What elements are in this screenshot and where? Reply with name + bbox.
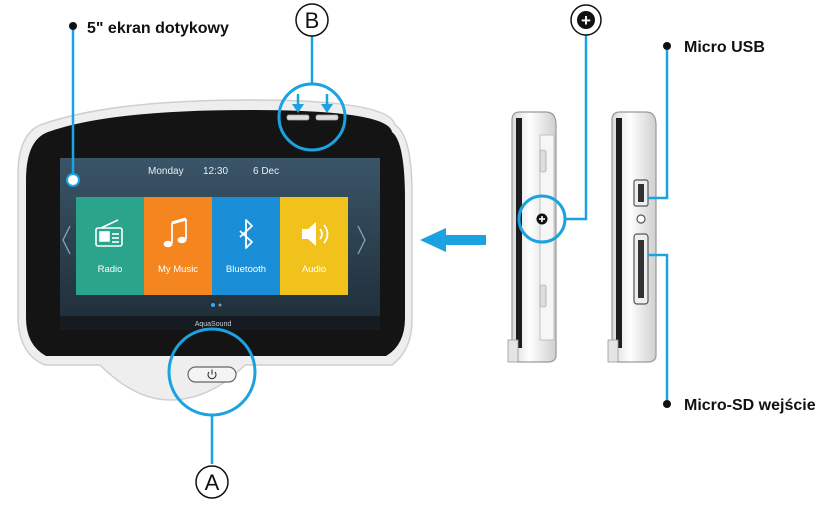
screen-time: 12:30 — [203, 166, 228, 177]
brand-logo: AquaSound — [195, 321, 232, 328]
screen-date: 6 Dec — [253, 166, 279, 177]
label-dot — [663, 400, 671, 408]
micro-sd-leader — [648, 253, 669, 400]
micro-sd-slot-inner — [638, 240, 644, 298]
page-dot — [218, 303, 222, 307]
screen-day: Monday — [148, 166, 184, 177]
mic-hole — [636, 214, 646, 224]
tile-radio-label: Radio — [98, 264, 123, 275]
callout-b-badge — [295, 3, 329, 37]
arrow-down-icon — [292, 94, 304, 113]
plus-badge-inner — [577, 11, 595, 29]
top-button-right[interactable] — [315, 114, 339, 121]
tile-my-music[interactable] — [144, 197, 212, 295]
tile-audio[interactable] — [280, 197, 348, 295]
arrow-left-icon — [420, 228, 486, 252]
chevron-right-icon[interactable] — [357, 225, 366, 255]
tile-bluetooth-label: Bluetooth — [226, 264, 266, 275]
plus-badge-symbol: + — [581, 11, 591, 30]
micro-usb-label: Micro USB — [684, 39, 765, 56]
tile-audio-label: Audio — [302, 264, 326, 275]
screen-bottom-strip — [60, 316, 380, 330]
plus-icon — [539, 216, 545, 222]
callout-a-badge — [195, 465, 229, 499]
label-dot — [69, 22, 77, 30]
touchscreen-marker — [66, 173, 80, 187]
page-dot-active — [211, 303, 215, 307]
device-side-right — [607, 111, 657, 363]
device-front: Monday 12:30 6 Dec — [17, 99, 413, 401]
device-side-left — [507, 111, 557, 363]
power-icon — [207, 369, 217, 380]
plus-leader — [565, 35, 588, 221]
arrow-down-icon — [321, 94, 333, 113]
label-dot — [663, 42, 671, 50]
speaker-icon — [302, 222, 329, 246]
callout-a-letter: A — [205, 470, 220, 495]
radio-icon — [95, 219, 123, 247]
tile-my-music-label: My Music — [158, 264, 198, 275]
micro-usb-leader — [648, 50, 669, 200]
micro-usb-slot — [638, 184, 644, 202]
music-note-icon — [163, 217, 187, 248]
bluetooth-icon — [239, 219, 253, 249]
micro-sd-label: Micro-SD wejście — [684, 397, 816, 414]
callout-b-letter: B — [305, 8, 320, 33]
chevron-left-icon[interactable] — [62, 225, 71, 255]
touchscreen-label: 5" ekran dotykowy — [87, 20, 229, 37]
top-button-left[interactable] — [286, 114, 310, 121]
